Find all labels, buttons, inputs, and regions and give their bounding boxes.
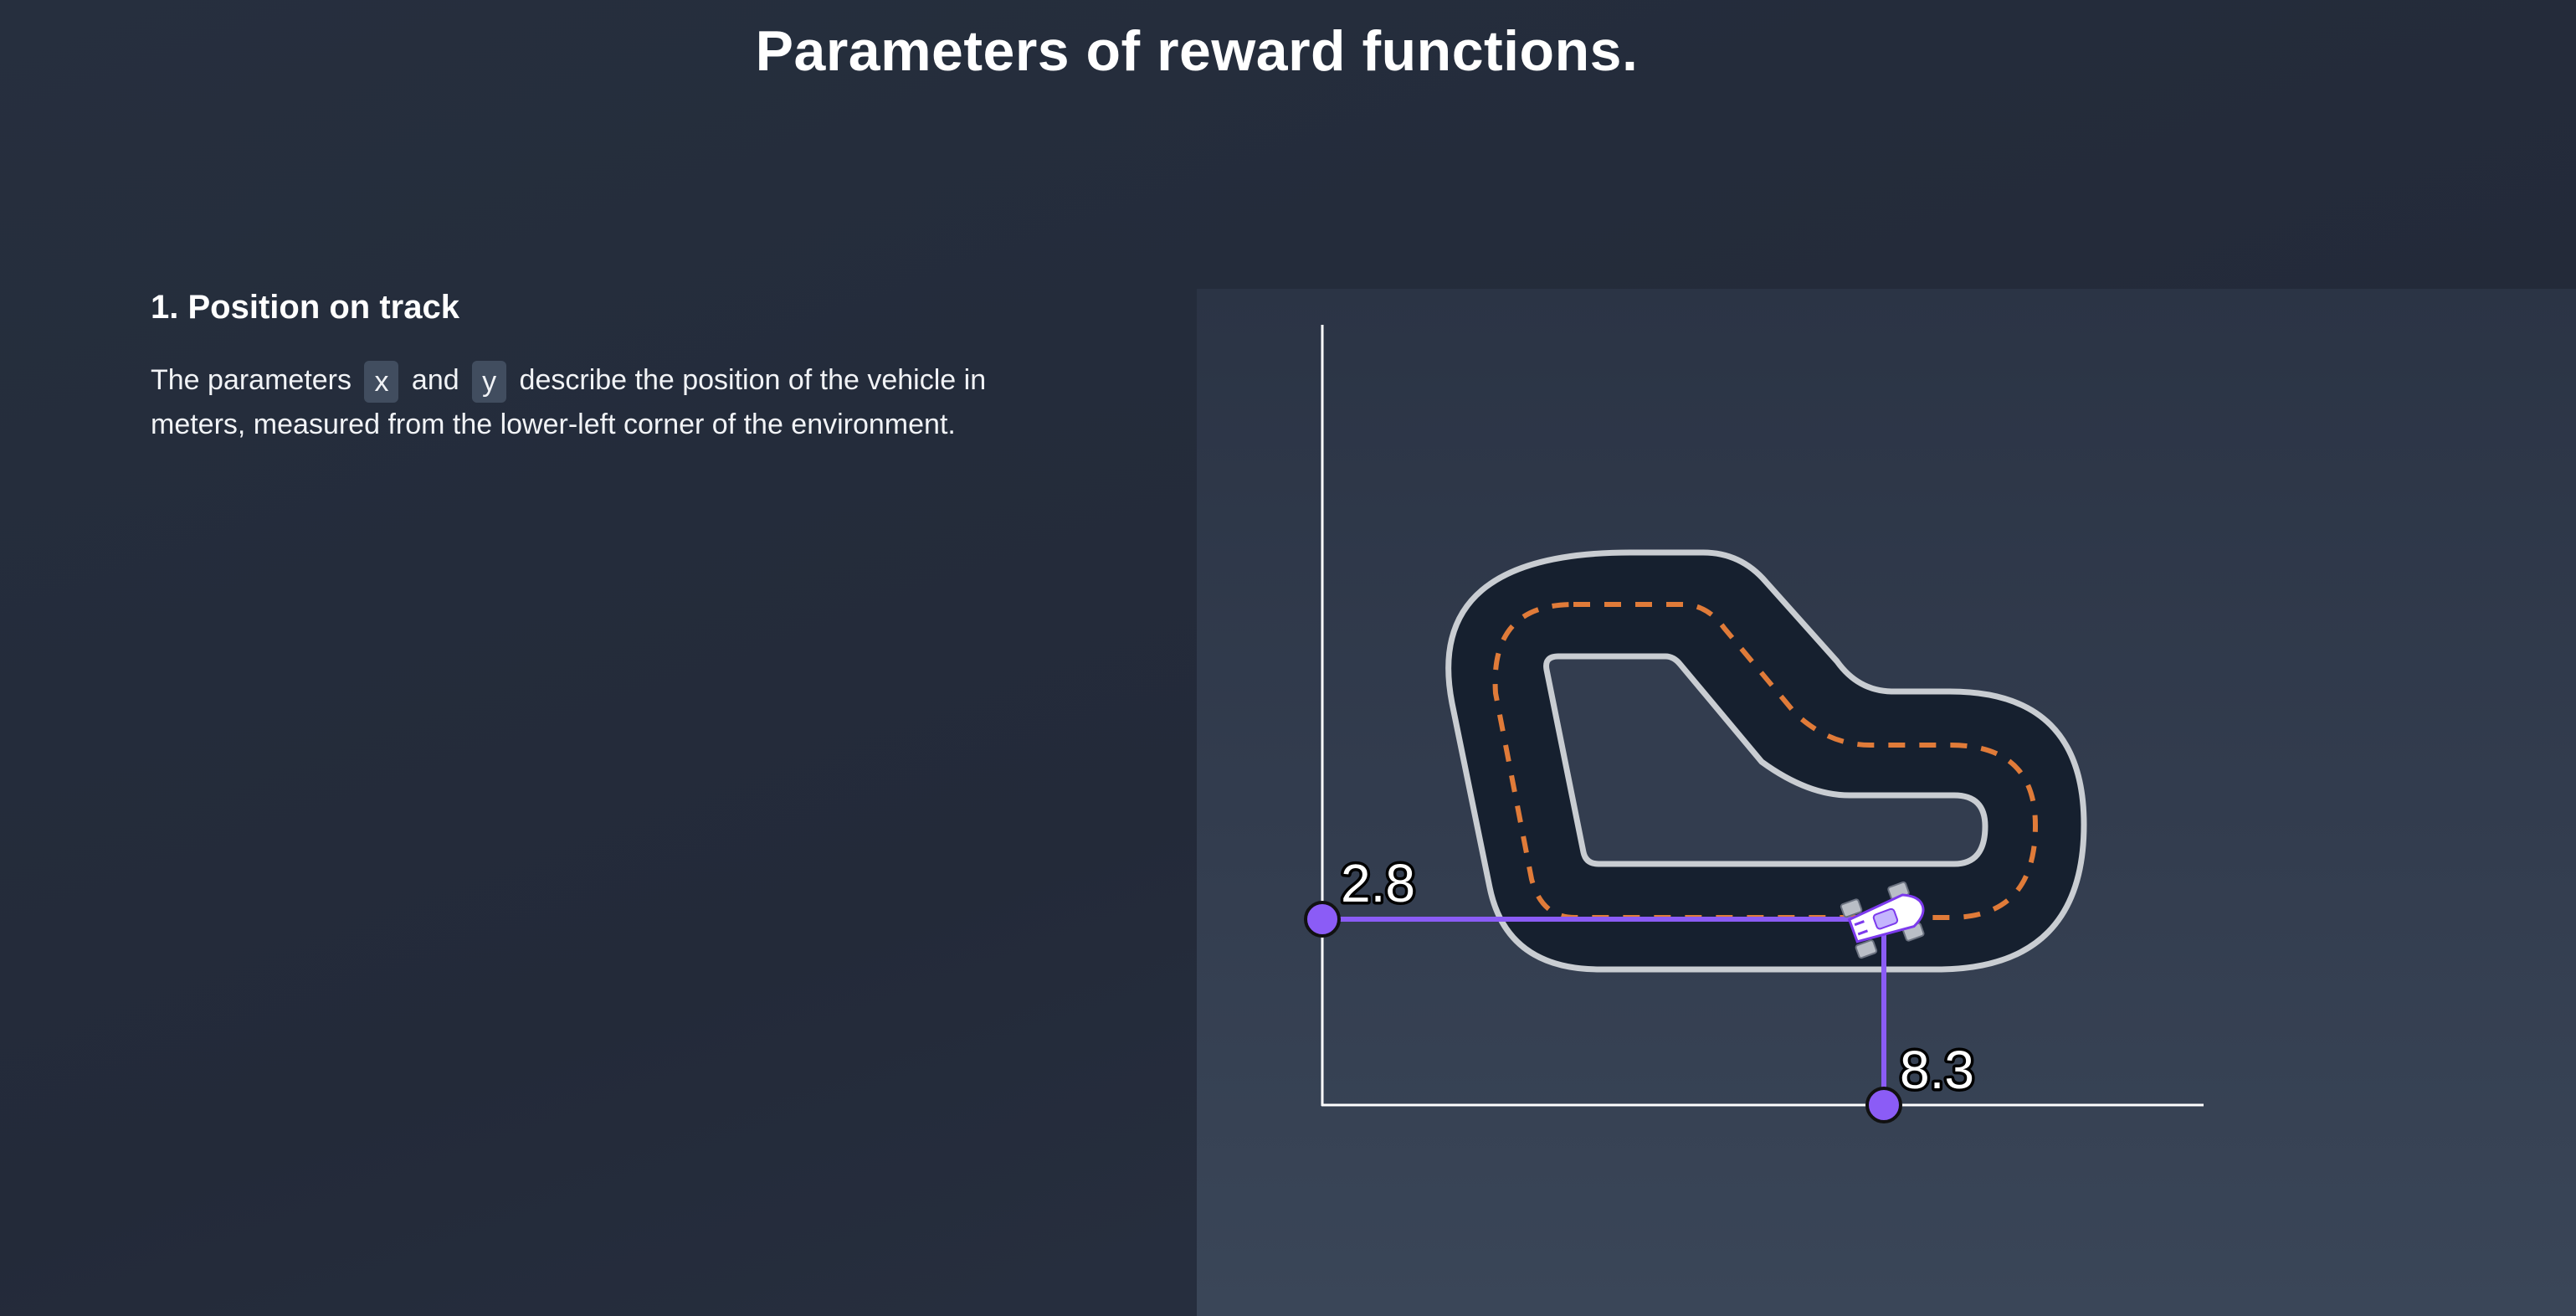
y-value-label: 2.8 bbox=[1341, 853, 1415, 913]
track-center-line bbox=[1492, 602, 2039, 920]
y-axis-marker bbox=[1304, 901, 1341, 938]
description-text-end: describe the position of the vehicle in … bbox=[151, 364, 987, 441]
page-title: Parameters of reward functions. bbox=[755, 19, 1639, 83]
race-car-icon bbox=[1840, 881, 1925, 959]
section-heading: 1. Position on track bbox=[151, 289, 459, 326]
race-track bbox=[1445, 549, 2087, 973]
description-text-start: The parameters bbox=[151, 364, 352, 396]
left-panel: 1. Position on track The parameters x an… bbox=[151, 289, 1088, 446]
description-text-and: and bbox=[411, 364, 459, 396]
param-x-chip: x bbox=[364, 361, 399, 404]
x-axis-marker bbox=[1865, 1087, 1902, 1123]
x-value-label: 8.3 bbox=[1900, 1040, 1974, 1100]
track-inner-edge bbox=[1543, 653, 1988, 867]
section-description: The parameters x and y describe the posi… bbox=[151, 358, 1088, 446]
param-y-chip: y bbox=[472, 361, 507, 404]
